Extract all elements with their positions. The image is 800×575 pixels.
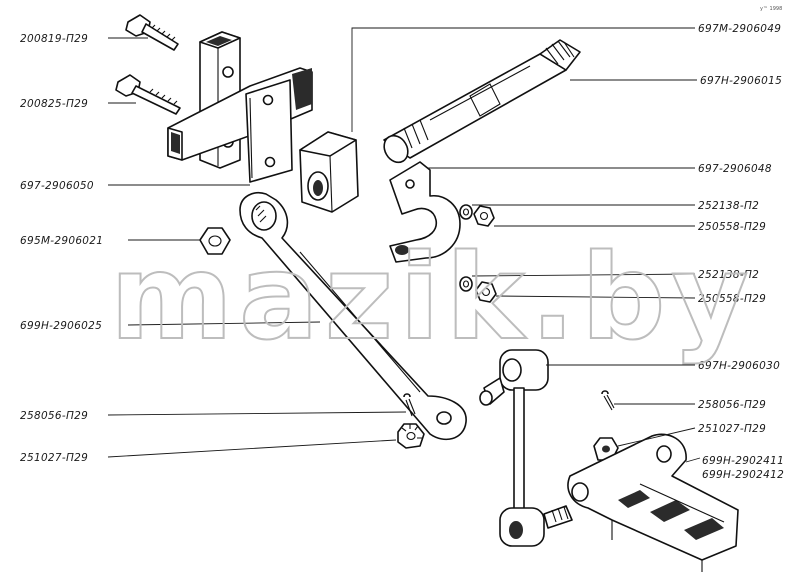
label-258056-left: 258056-П29 [20,410,88,422]
label-252138-a: 252138-П2 [698,200,759,212]
lever-699H-2906025 [239,192,467,441]
label-250558-b: 250558-П29 [698,293,766,305]
washer-252138-a [459,204,473,220]
label-697H-2906015: 697Н-2906015 [700,75,782,87]
bracket-697-2906050 [167,31,313,183]
bolt-200819 [125,14,179,51]
bracket-699H-2902411-12 [567,433,739,572]
label-200819: 200819-П29 [20,33,88,45]
label-258056-right: 258056-П29 [698,399,766,411]
castle-nut-251027-left [397,423,425,449]
label-251027-right: 251027-П29 [698,423,766,435]
label-250558-a: 250558-П29 [698,221,766,233]
label-697-2906050: 697-2906050 [20,180,94,192]
part-labels: 200819-П29 200825-П29 697-2906050 695М-2… [20,23,784,481]
label-695M-2906021: 695М-2906021 [20,235,103,247]
nut-695M-2906021 [199,227,231,255]
label-697-2906048: 697-2906048 [698,163,772,175]
label-699H-2902412: 699Н-2902412 [702,469,784,481]
label-699H-2906025: 699Н-2906025 [20,320,102,332]
label-697H-2906030: 697Н-2906030 [698,360,780,372]
leader-lines [107,27,701,463]
nut-250558-b [475,281,497,303]
label-252138-b: 252138-П2 [698,269,759,281]
label-697M-2906049: 697М-2906049 [698,23,781,35]
label-699H-2902411: 699Н-2902411 [702,455,784,467]
clamp-697-2906048 [389,161,461,263]
cotter-pin-258056-right [601,390,615,411]
shaft-697H-2906015 [383,39,581,164]
castle-nut-251027-right [593,437,619,461]
label-200825: 200825-П29 [20,98,88,110]
watermark: mazik.by [110,228,754,366]
bolt-200825 [115,74,181,115]
label-251027-left: 251027-П29 [20,452,88,464]
corner-mark: y™ 1998 [760,6,782,12]
nut-250558-a [473,205,495,227]
cotter-pin-258056-left [403,393,416,417]
bushing-697M-2906049 [299,131,359,213]
washer-252138-b [459,276,473,292]
link-rod-697H-2906030 [479,349,573,547]
